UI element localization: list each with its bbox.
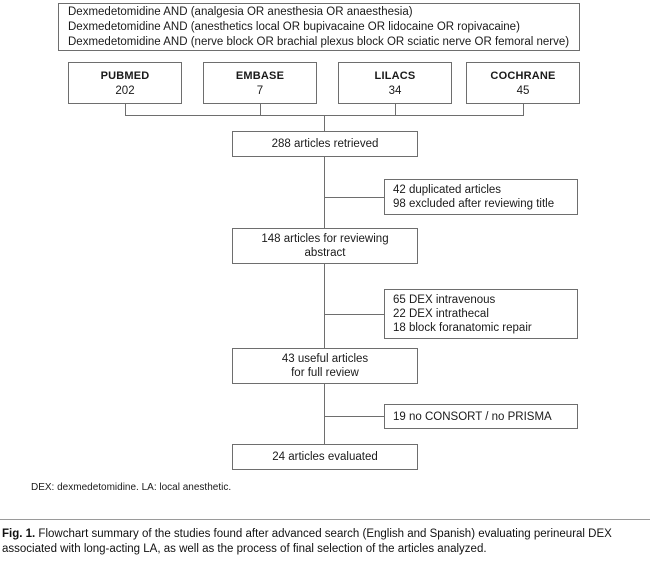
database-count: 45 bbox=[516, 84, 530, 97]
connector-full-to-evaluated bbox=[324, 384, 325, 445]
connector-pubmed-stub bbox=[125, 104, 126, 115]
stage-box-abstract-review: 148 articles for reviewing abstract bbox=[232, 228, 418, 264]
database-name: PUBMED bbox=[100, 69, 150, 82]
connector-embase-stub bbox=[260, 104, 261, 115]
connector-branch-exclusion-3 bbox=[324, 416, 385, 417]
connector-branch-exclusion-1 bbox=[324, 197, 385, 198]
database-count: 34 bbox=[388, 84, 402, 97]
connector-abstract-to-full bbox=[324, 264, 325, 349]
stage-box-evaluated: 24 articles evaluated bbox=[232, 444, 418, 470]
database-name: LILACS bbox=[374, 69, 416, 82]
stage-box-full-review: 43 useful articles for full review bbox=[232, 348, 418, 384]
database-name: COCHRANE bbox=[490, 69, 556, 82]
exclusion-box-no-consort-prisma: 19 no CONSORT / no PRISMA bbox=[384, 404, 578, 429]
exclusion-box-duplicates-titles: 42 duplicated articles 98 excluded after… bbox=[384, 179, 578, 215]
exclusion-box-route-and-repair: 65 DEX intravenous 22 DEX intrathecal 18… bbox=[384, 289, 578, 339]
figure-caption: Fig. 1. Flowchart summary of the studies… bbox=[2, 527, 650, 557]
caption-divider bbox=[0, 519, 650, 520]
connector-branch-exclusion-2 bbox=[324, 314, 385, 315]
flowchart-diagram: Dexmedetomidine AND (analgesia OR anesth… bbox=[31, 3, 580, 493]
stage-box-retrieved: 288 articles retrieved bbox=[232, 131, 418, 157]
database-name: EMBASE bbox=[235, 69, 285, 82]
connector-lilacs-stub bbox=[395, 104, 396, 115]
figure-label: Fig. 1. bbox=[2, 528, 36, 540]
search-strategy-box: Dexmedetomidine AND (analgesia OR anesth… bbox=[58, 3, 580, 51]
database-count: 7 bbox=[256, 84, 264, 97]
database-box-embase: EMBASE 7 bbox=[203, 62, 317, 104]
abbreviations-footnote: DEX: dexmedetomidine. LA: local anesthet… bbox=[31, 482, 232, 493]
figure-caption-text: Flowchart summary of the studies found a… bbox=[2, 528, 612, 555]
database-box-pubmed: PUBMED 202 bbox=[68, 62, 182, 104]
database-count: 202 bbox=[115, 84, 135, 97]
connector-retrieved-to-abstract bbox=[324, 157, 325, 229]
database-box-cochrane: COCHRANE 45 bbox=[466, 62, 580, 104]
database-box-lilacs: LILACS 34 bbox=[338, 62, 452, 104]
connector-cochrane-stub bbox=[523, 104, 524, 115]
connector-bus-to-retrieved bbox=[324, 115, 325, 132]
